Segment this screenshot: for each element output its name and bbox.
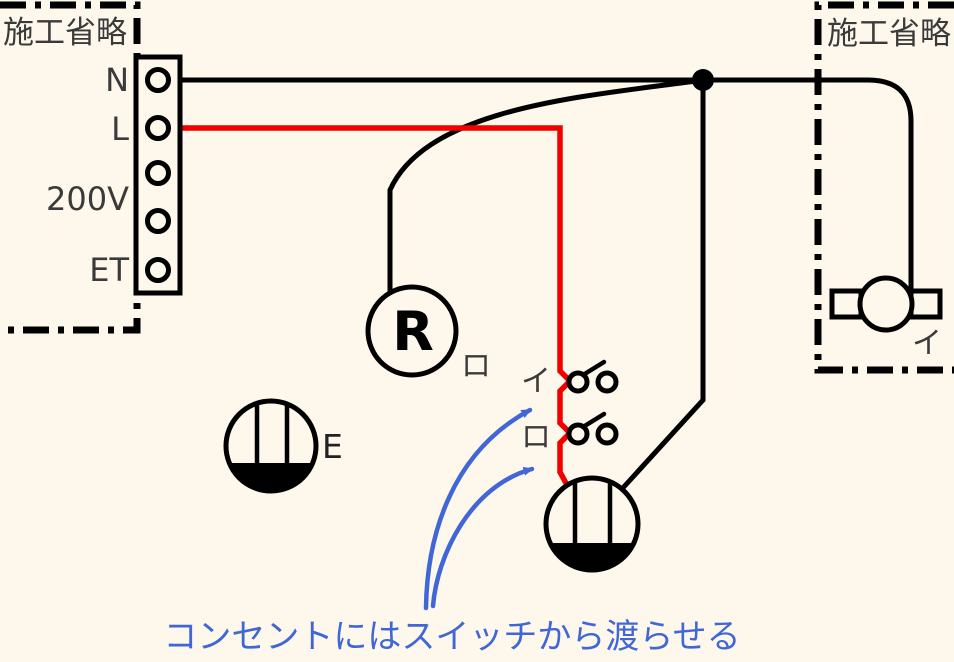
terminal-l	[145, 115, 171, 141]
lamp-receptacle-r: R ロ	[365, 284, 491, 384]
receptacle-circle	[365, 284, 459, 378]
switch-ro: ロ	[521, 411, 619, 455]
left-omitted-border	[0, 1, 141, 334]
outlet-earth-fill	[229, 463, 313, 492]
outlet-main-fill	[550, 543, 634, 571]
terminal-200v-2	[145, 208, 171, 234]
fluorescent-light: イ	[829, 275, 943, 361]
fluorescent-right-wing	[908, 288, 943, 320]
left-omitted-label: 施工省略	[3, 15, 127, 51]
switch-ro-hinge	[566, 422, 590, 446]
switch-i-hinge	[566, 370, 590, 394]
neutral-drop-to-outlet	[619, 80, 706, 492]
outlet-main-blades	[572, 479, 613, 546]
terminal-200v-1	[145, 160, 171, 186]
terminal-label-200v: 200V	[46, 180, 129, 218]
switch-i: イ	[521, 359, 619, 399]
switch-i-label: イ	[521, 364, 551, 399]
annotation-arrow-lower	[430, 466, 535, 609]
outlet-earth-label: E	[322, 427, 343, 466]
fluorescent-label: イ	[912, 326, 942, 361]
right-omitted-border	[814, 1, 954, 374]
outlet-main	[543, 475, 641, 573]
terminal-block: N L 200V ET	[46, 54, 183, 296]
annotation-arrow-upper	[423, 407, 533, 611]
switch-ro-label: ロ	[521, 420, 551, 455]
right-omitted-box: 施工省略	[814, 1, 954, 374]
outlet-earth: E	[223, 398, 343, 494]
live-wire-red	[158, 125, 574, 487]
receptacle-circuit-label: ロ	[461, 349, 491, 384]
outlet-earth-blades	[254, 401, 290, 466]
terminal-et	[145, 257, 171, 283]
fluorescent-left-wing	[829, 288, 864, 320]
terminal-label-l: L	[111, 110, 129, 148]
right-omitted-label: 施工省略	[827, 16, 951, 52]
switch-i-lever	[580, 359, 607, 378]
switch-i-contact	[595, 370, 619, 394]
annotation: コンセントにはスイッチから渡らせる	[163, 407, 741, 657]
neutral-branch-to-receptacle	[387, 77, 704, 294]
fluorescent-circle	[857, 275, 915, 333]
switch-ro-contact	[595, 422, 619, 446]
switch-ro-lever	[580, 411, 607, 430]
left-omitted-box: 施工省略	[0, 1, 141, 334]
terminal-label-n: N	[105, 61, 129, 99]
terminal-label-et: ET	[89, 251, 129, 289]
annotation-text: コンセントにはスイッチから渡らせる	[163, 617, 740, 657]
receptacle-letter: R	[392, 300, 434, 363]
wires	[158, 69, 914, 492]
junction-dot	[692, 69, 714, 91]
terminal-n	[145, 67, 171, 93]
neutral-wire	[158, 77, 914, 291]
